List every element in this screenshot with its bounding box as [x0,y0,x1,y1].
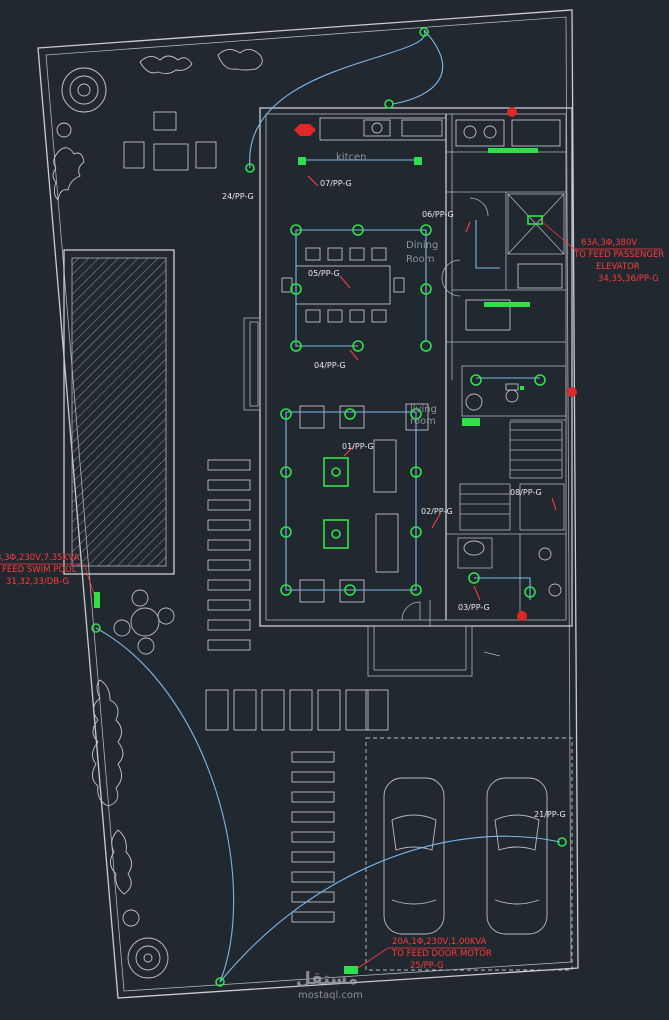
room-label-dining-2: Room [406,254,434,265]
watermark-arabic: مستقل [296,969,358,989]
garden-table [113,589,175,655]
circuit-labels: 07/PP-G 24/PP-G 06/PP-G 05/PP-G 04/PP-G … [222,179,566,819]
door-motor-feed-circuit: 25/PP-G [410,961,444,971]
circuit-label-02: 02/PP-G [421,507,453,516]
circuit-label-24: 24/PP-G [222,192,254,201]
circuit-label-03: 03/PP-G [458,603,490,612]
cars [365,737,573,971]
living-furniture [299,403,429,603]
pool-feed-purpose: FEED SWIM POOL [2,565,77,575]
pool-feed-rating: 3,3Φ,230V,7.35KVA [0,553,79,563]
door-motor-feed-purpose: TO FEED DOOR MOTOR [391,949,492,959]
sun-loungers [205,459,389,923]
elevator-feed-load: ELEVATOR [596,262,640,272]
wiring [95,29,561,983]
room-label-kitchen: kitcen [336,152,366,163]
dining-table [281,247,405,323]
house-walls [243,107,573,677]
swimming-pool [63,249,175,575]
circuit-label-06: 06/PP-G [422,210,454,219]
door-motor-feed-rating: 20A,1Φ,230V,1.00KVA [392,937,487,947]
panel-markers [294,107,577,621]
landscape [52,49,263,979]
watermark: مستقل mostaql.com [296,969,363,1001]
circuit-label-08: 08/PP-G [510,488,542,497]
circuit-label-01: 01/PP-G [342,442,374,451]
watermark-latin: mostaql.com [298,990,363,1001]
elevator-feed-purpose: TO FEED PASSENGER [573,250,664,260]
room-label-living-2: room [410,416,436,427]
circuit-label-21: 21/PP-G [534,810,566,819]
feeder-notes: 63A,3Φ,380V TO FEED PASSENGER ELEVATOR 3… [0,219,664,971]
light-fixtures [91,27,567,987]
circuit-label-07: 07/PP-G [320,179,352,188]
outdoor-seating [123,111,217,171]
room-labels: kitcen Dining Room living room [336,152,438,427]
elevator-feed-circuits: 34,35,36/PP-G [598,274,659,284]
room-label-living-1: living [410,404,437,415]
kitchen-cabinets [319,117,561,147]
room-label-dining-1: Dining [406,240,438,251]
circuit-label-04: 04/PP-G [314,361,346,370]
bathroom-fixtures [463,263,563,597]
circuit-label-05: 05/PP-G [308,269,340,278]
site-boundary [37,9,579,999]
pool-feed-circuits: 31,32,33/DB-G [6,577,69,587]
elevator-feed-rating: 63A,3Φ,380V [581,238,637,248]
